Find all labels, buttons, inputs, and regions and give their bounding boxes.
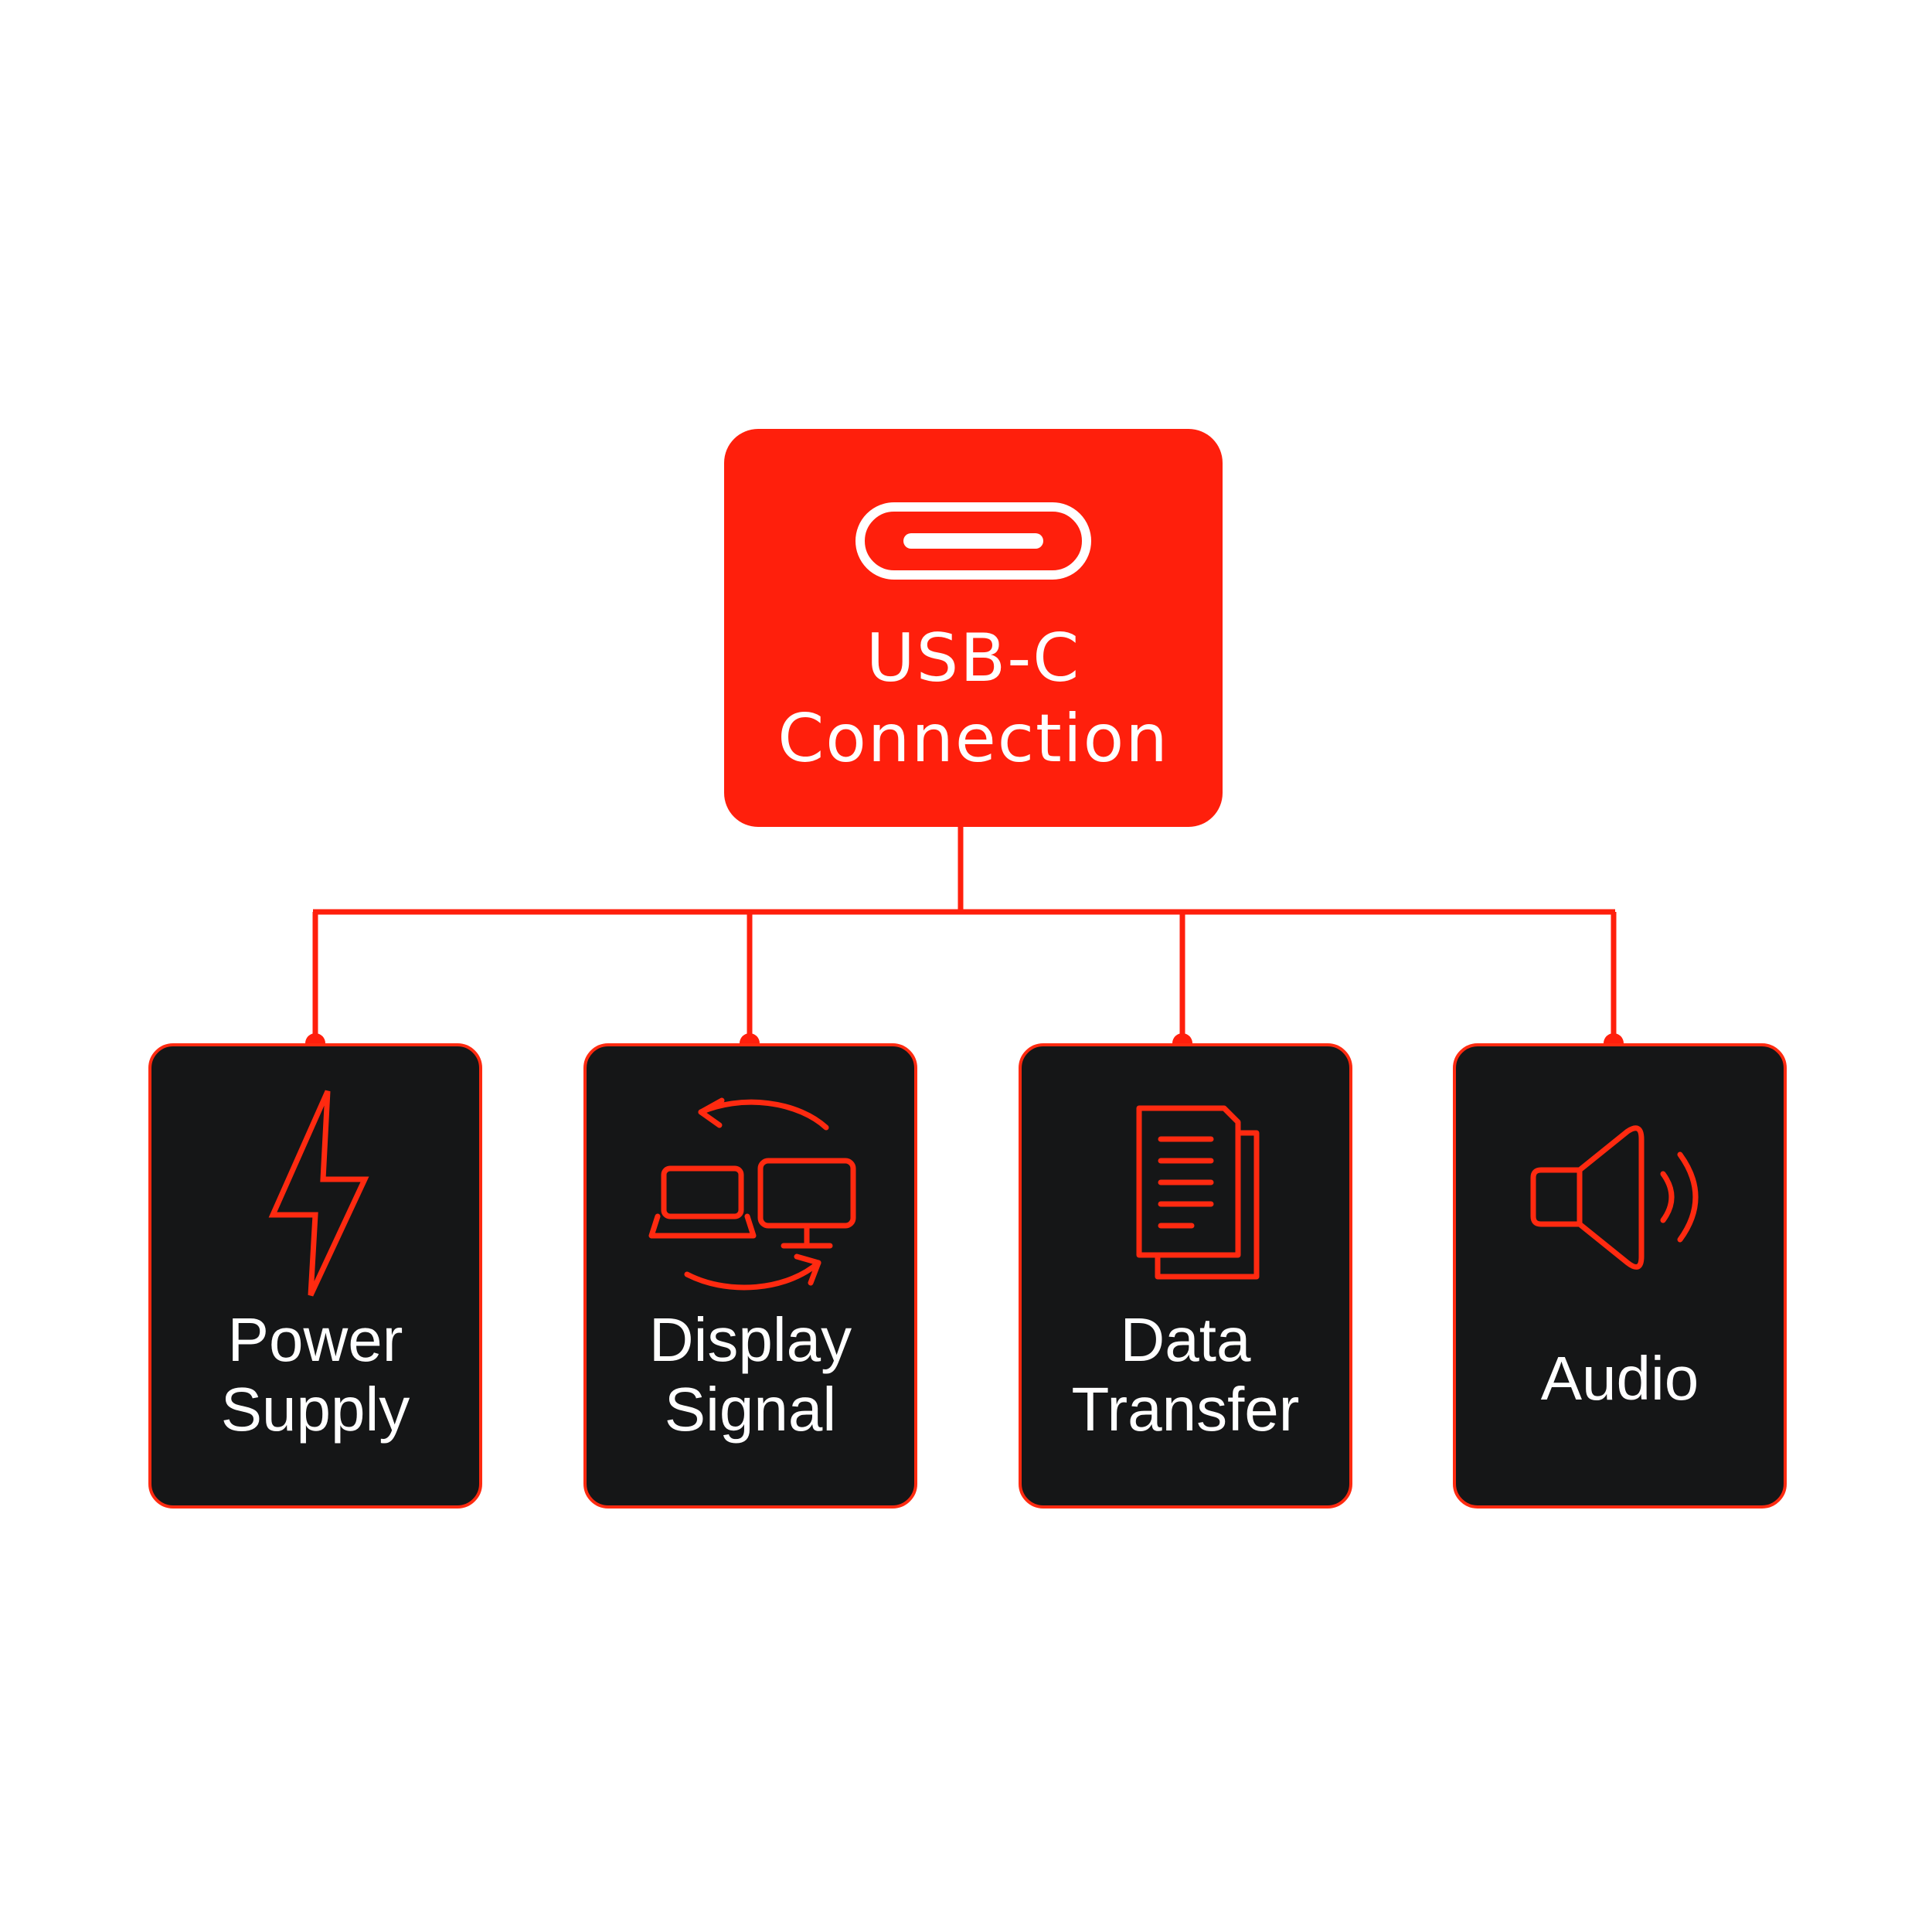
- power-supply-node: Power Supply: [148, 1043, 482, 1509]
- display-signal-label: Display Signal: [648, 1305, 852, 1444]
- documents-icon: [1136, 1105, 1260, 1280]
- usb-c-connection-title: USB-C Connection: [777, 620, 1169, 777]
- data-transfer-node: Data Transfer: [1019, 1043, 1352, 1509]
- usb-c-connection-node: USB-C Connection: [724, 429, 1223, 827]
- lightning-bolt-icon: [268, 1090, 369, 1297]
- audio-node: Audio: [1453, 1043, 1787, 1509]
- audio-label: Audio: [1540, 1344, 1699, 1413]
- speaker-icon: [1530, 1125, 1699, 1270]
- usb-c-port-icon: [855, 502, 1091, 580]
- display-sync-icon: [648, 1097, 856, 1291]
- data-transfer-label: Data Transfer: [1071, 1305, 1300, 1444]
- display-signal-node: Display Signal: [583, 1043, 917, 1509]
- power-supply-label: Power Supply: [220, 1305, 410, 1444]
